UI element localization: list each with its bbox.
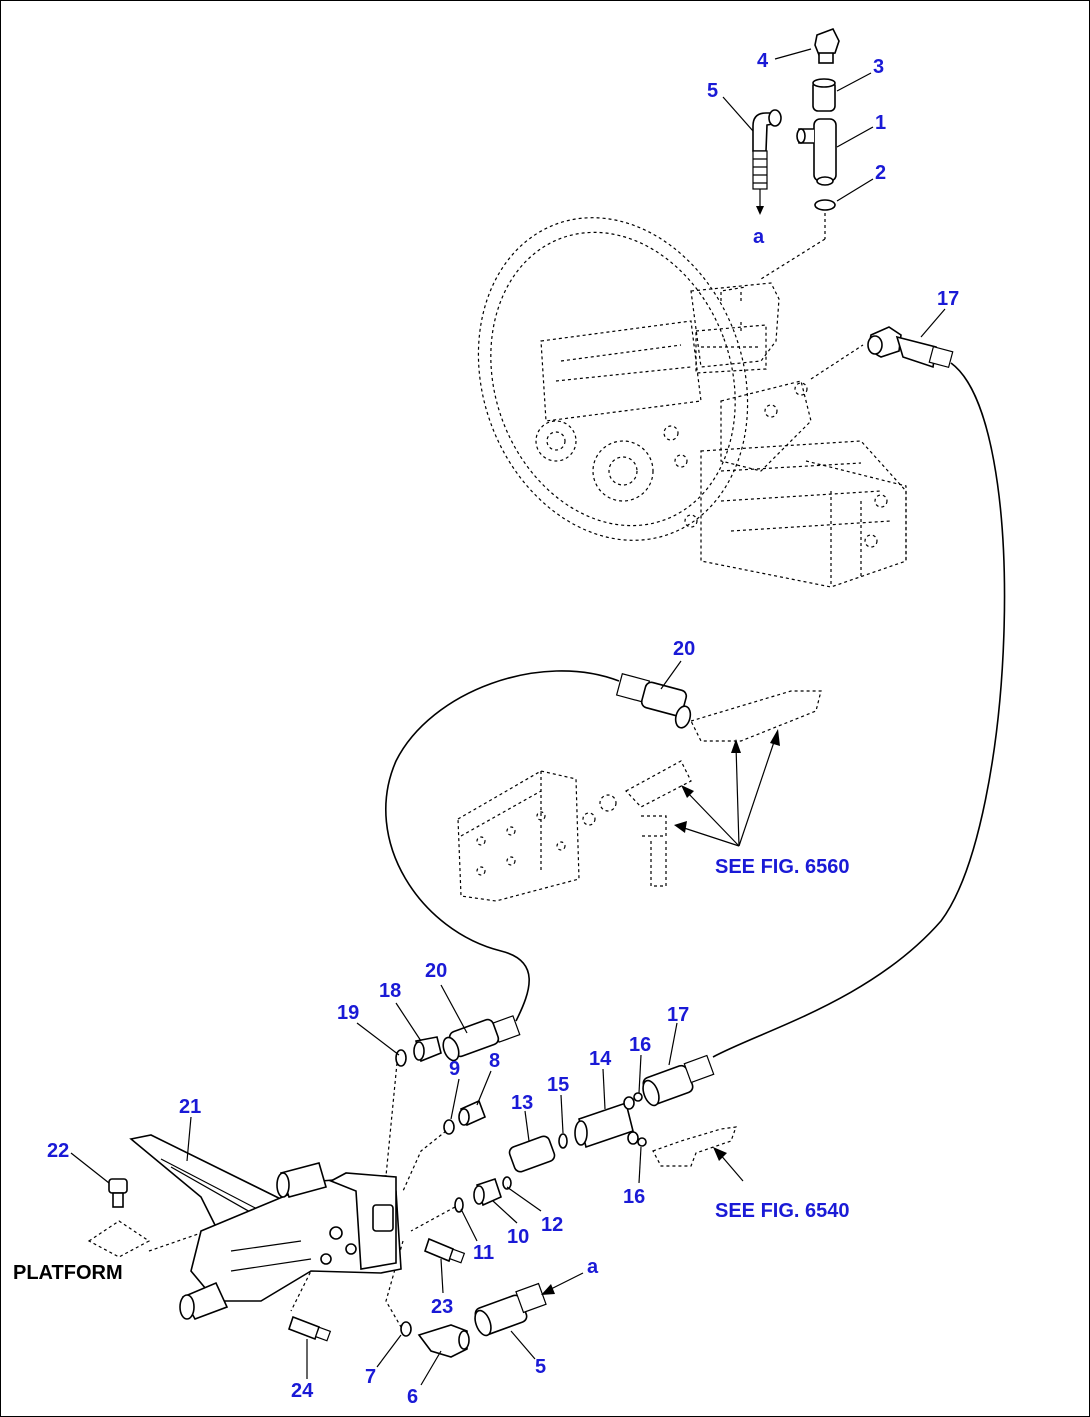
callout-4: 4: [757, 50, 769, 72]
reference-fig-6560: SEE FIG. 6560: [715, 856, 850, 878]
callout-9: 9: [449, 1058, 460, 1080]
o-ring-15: [558, 1133, 568, 1149]
callout-5-top: 5: [707, 80, 718, 102]
callout-14: 14: [589, 1048, 612, 1070]
hose-fitting-17-lower: [642, 1054, 715, 1107]
callout-20-lower: 20: [425, 960, 447, 982]
elbow-6: [417, 1324, 470, 1358]
switch-23: [424, 1237, 466, 1264]
callout-23: 23: [431, 1296, 453, 1318]
callout-6: 6: [407, 1386, 418, 1408]
switch-24: [287, 1315, 332, 1342]
adapter-13: [508, 1135, 556, 1173]
callout-13: 13: [511, 1092, 533, 1114]
o-ring-12: [502, 1176, 512, 1190]
hose-fitting-5-lower: [474, 1282, 547, 1337]
elbow-fitting-5-top: [752, 109, 782, 215]
callout-17-lower: 17: [667, 1004, 689, 1026]
o-rings-16: [633, 1092, 647, 1147]
fig6540-part-dashed: [652, 1126, 737, 1167]
callout-7: 7: [365, 1366, 376, 1388]
callout-a-lower: a: [587, 1256, 599, 1278]
plug-8: [458, 1099, 487, 1127]
hose-fitting-17-top: [867, 326, 954, 369]
arrows-fig6560: [674, 729, 780, 847]
callout-1: 1: [875, 112, 886, 134]
adapter-3: [812, 78, 836, 112]
brake-pedal-valve-21: [129, 1134, 402, 1320]
callout-20-middle: 20: [673, 638, 695, 660]
callout-8: 8: [489, 1050, 500, 1072]
adapter-18: [413, 1036, 442, 1063]
transmission-assembly: [477, 217, 907, 588]
o-ring-9: [443, 1119, 455, 1135]
reference-fig-6540: SEE FIG. 6540: [715, 1200, 850, 1222]
callout-12: 12: [541, 1214, 563, 1236]
callout-24: 24: [291, 1380, 314, 1402]
callout-11: 11: [473, 1242, 494, 1264]
callout-16-upper: 16: [629, 1034, 651, 1056]
bolt-22: [108, 1178, 128, 1208]
callout-17-top: 17: [937, 288, 959, 310]
callout-3: 3: [873, 56, 884, 78]
hose-fitting-20-middle: [615, 673, 692, 729]
o-ring-2: [814, 199, 836, 211]
callout-19: 19: [337, 1002, 359, 1024]
callout-labels: 4 3 5 1 2 a 17 20 20 18 19 9 8 13 15 14 …: [47, 50, 959, 1408]
brake-valve-block-dashed: [457, 690, 822, 902]
callout-2: 2: [875, 162, 886, 184]
callout-15: 15: [547, 1074, 569, 1096]
callout-a-top: a: [753, 226, 765, 248]
adapter-10: [473, 1177, 502, 1207]
tee-fitting-1: [796, 118, 837, 186]
o-ring-11: [454, 1197, 464, 1213]
callout-21: 21: [179, 1096, 201, 1118]
sensor-4: [814, 27, 840, 64]
o-ring-7: [400, 1321, 412, 1337]
callout-22: 22: [47, 1140, 69, 1162]
callout-18: 18: [379, 980, 401, 1002]
callout-leaders: [70, 48, 946, 1386]
callout-16-lower: 16: [623, 1186, 645, 1208]
callout-5-lower: 5: [535, 1356, 546, 1378]
tee-fitting-14: [574, 1096, 639, 1149]
hose-fitting-20-lower: [442, 1015, 521, 1062]
platform-label: PLATFORM: [13, 1262, 123, 1284]
callout-10: 10: [507, 1226, 529, 1248]
